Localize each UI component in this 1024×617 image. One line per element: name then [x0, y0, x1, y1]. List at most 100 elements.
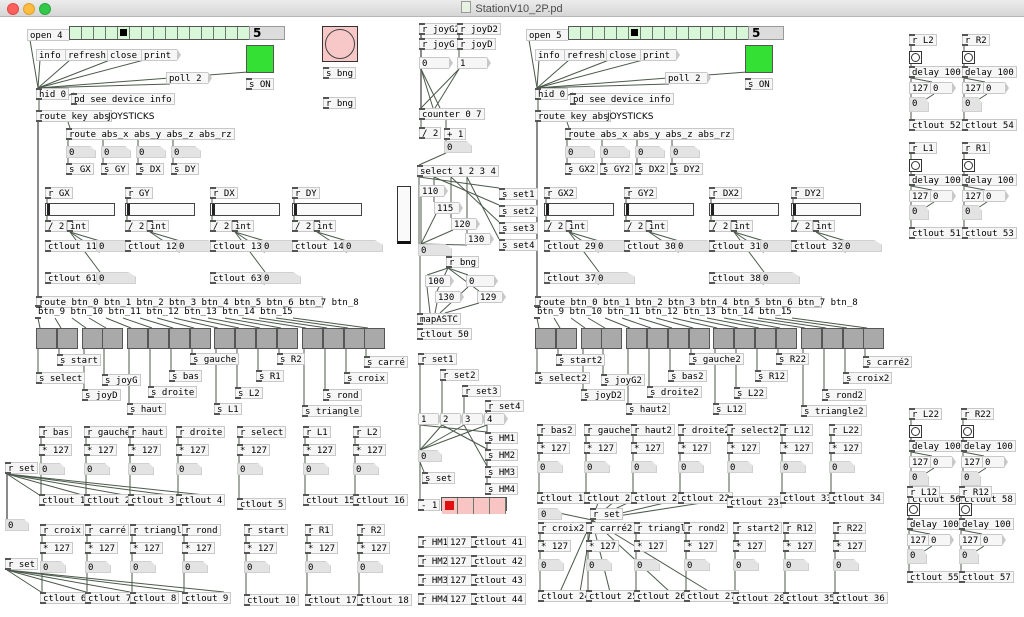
value-message[interactable]: 120: [451, 218, 481, 230]
bang-icon[interactable]: [962, 51, 975, 64]
value-number-box[interactable]: 0: [962, 205, 982, 220]
value-number-box[interactable]: 0: [538, 559, 564, 571]
button-toggle[interactable]: [863, 328, 884, 349]
radio-cell[interactable]: [474, 498, 490, 514]
bang-icon[interactable]: [907, 503, 920, 516]
radio-cell[interactable]: [677, 27, 689, 39]
bang-icon[interactable]: [909, 51, 922, 64]
radio-cell[interactable]: [641, 27, 653, 39]
radio-cell[interactable]: [70, 27, 82, 39]
abs-number-box[interactable]: 0: [565, 146, 595, 158]
radio-cell[interactable]: [94, 27, 106, 39]
device-radio[interactable]: [69, 26, 251, 40]
button-toggle[interactable]: [102, 328, 123, 349]
poll-toggle[interactable]: [745, 45, 773, 73]
refresh-message[interactable]: refresh: [65, 49, 116, 61]
value-number-box[interactable]: 0: [829, 461, 855, 473]
radio-cell[interactable]: [202, 27, 214, 39]
value-0-message[interactable]: 0: [982, 456, 1008, 468]
value-number-box[interactable]: 0: [961, 471, 981, 486]
radio-cell[interactable]: [617, 27, 629, 39]
value-number-box[interactable]: 0: [783, 559, 809, 571]
set-message[interactable]: 3: [462, 413, 486, 425]
vertical-slider[interactable]: [397, 186, 411, 244]
value-number-box[interactable]: 0: [907, 549, 927, 564]
set-number-box[interactable]: 0: [5, 519, 29, 531]
value-number-box[interactable]: 0: [959, 549, 979, 564]
button-toggle[interactable]: [302, 328, 323, 349]
radio-cell[interactable]: [226, 27, 238, 39]
button-toggle[interactable]: [256, 328, 277, 349]
message-130[interactable]: 130: [435, 291, 465, 303]
value-number-box[interactable]: 0: [909, 471, 929, 486]
radio-cell[interactable]: [458, 498, 474, 514]
print-message[interactable]: print: [640, 49, 681, 61]
device-number-box[interactable]: 5: [249, 26, 285, 40]
value-number-box[interactable]: 0: [40, 561, 66, 573]
set-message[interactable]: 2: [440, 413, 464, 425]
axis-slider[interactable]: [791, 203, 861, 216]
radio-cell[interactable]: [118, 27, 130, 39]
bang-icon[interactable]: [959, 503, 972, 516]
value-number-box[interactable]: 0: [182, 561, 208, 573]
poll-message[interactable]: poll 2: [665, 72, 710, 84]
value-0-message[interactable]: 0: [930, 82, 956, 94]
value-number-box[interactable]: 0: [353, 463, 379, 475]
value-number-box[interactable]: 0: [780, 461, 806, 473]
ctl-number-box[interactable]: 0: [261, 272, 301, 284]
abs-number-box[interactable]: 0: [670, 146, 700, 158]
abs-number-box[interactable]: 0: [600, 146, 630, 158]
button-toggle[interactable]: [36, 328, 57, 349]
message-0[interactable]: 0: [466, 275, 498, 287]
axis-slider[interactable]: [292, 203, 362, 216]
abs-number-box[interactable]: 0: [171, 146, 201, 158]
value-number-box[interactable]: 0: [634, 559, 660, 571]
radio-cell[interactable]: [166, 27, 178, 39]
button-toggle[interactable]: [535, 328, 556, 349]
button-toggle[interactable]: [364, 328, 385, 349]
ctl-number-box[interactable]: 0: [760, 272, 800, 284]
value-message[interactable]: 130: [465, 233, 495, 245]
axis-slider[interactable]: [544, 203, 614, 216]
value-number-box[interactable]: 0: [586, 559, 612, 571]
button-toggle[interactable]: [344, 328, 365, 349]
message-129[interactable]: 129: [477, 291, 507, 303]
button-toggle[interactable]: [626, 328, 647, 349]
abs-number-box[interactable]: 0: [635, 146, 665, 158]
button-toggle[interactable]: [214, 328, 235, 349]
info-message[interactable]: info: [535, 49, 570, 61]
pd-device-info-subpatch[interactable]: pd see device info: [71, 93, 175, 105]
button-toggle[interactable]: [734, 328, 755, 349]
button-toggle[interactable]: [713, 328, 734, 349]
bang-icon[interactable]: [962, 159, 975, 172]
button-toggle[interactable]: [689, 328, 710, 349]
zoom-window-button[interactable]: [39, 3, 51, 15]
value-number-box[interactable]: 0: [733, 559, 759, 571]
bang-icon[interactable]: [909, 159, 922, 172]
button-toggle[interactable]: [755, 328, 776, 349]
radio-cell[interactable]: [713, 27, 725, 39]
button-toggle[interactable]: [601, 328, 622, 349]
ctl-number-box[interactable]: 0: [96, 272, 136, 284]
value-0-message[interactable]: 0: [983, 82, 1009, 94]
value-127-message[interactable]: 127: [447, 593, 477, 605]
axis-slider[interactable]: [45, 203, 115, 216]
set-number-box[interactable]: 0: [538, 508, 562, 520]
ctl-number-box[interactable]: 0: [842, 240, 882, 252]
value-message[interactable]: 110: [419, 185, 449, 197]
bang-button[interactable]: [322, 26, 358, 62]
poll-message[interactable]: poll 2: [166, 72, 211, 84]
abs-number-box[interactable]: 0: [136, 146, 166, 158]
button-toggle[interactable]: [148, 328, 169, 349]
radio-cell[interactable]: [593, 27, 605, 39]
button-toggle[interactable]: [647, 328, 668, 349]
value-127-message[interactable]: 127: [447, 536, 477, 548]
axis-slider[interactable]: [709, 203, 779, 216]
radio-cell[interactable]: [178, 27, 190, 39]
hm-radio[interactable]: [441, 497, 507, 514]
axis-slider[interactable]: [624, 203, 694, 216]
poll-toggle[interactable]: [246, 45, 274, 73]
button-toggle[interactable]: [581, 328, 602, 349]
button-toggle[interactable]: [277, 328, 298, 349]
radio-cell[interactable]: [154, 27, 166, 39]
